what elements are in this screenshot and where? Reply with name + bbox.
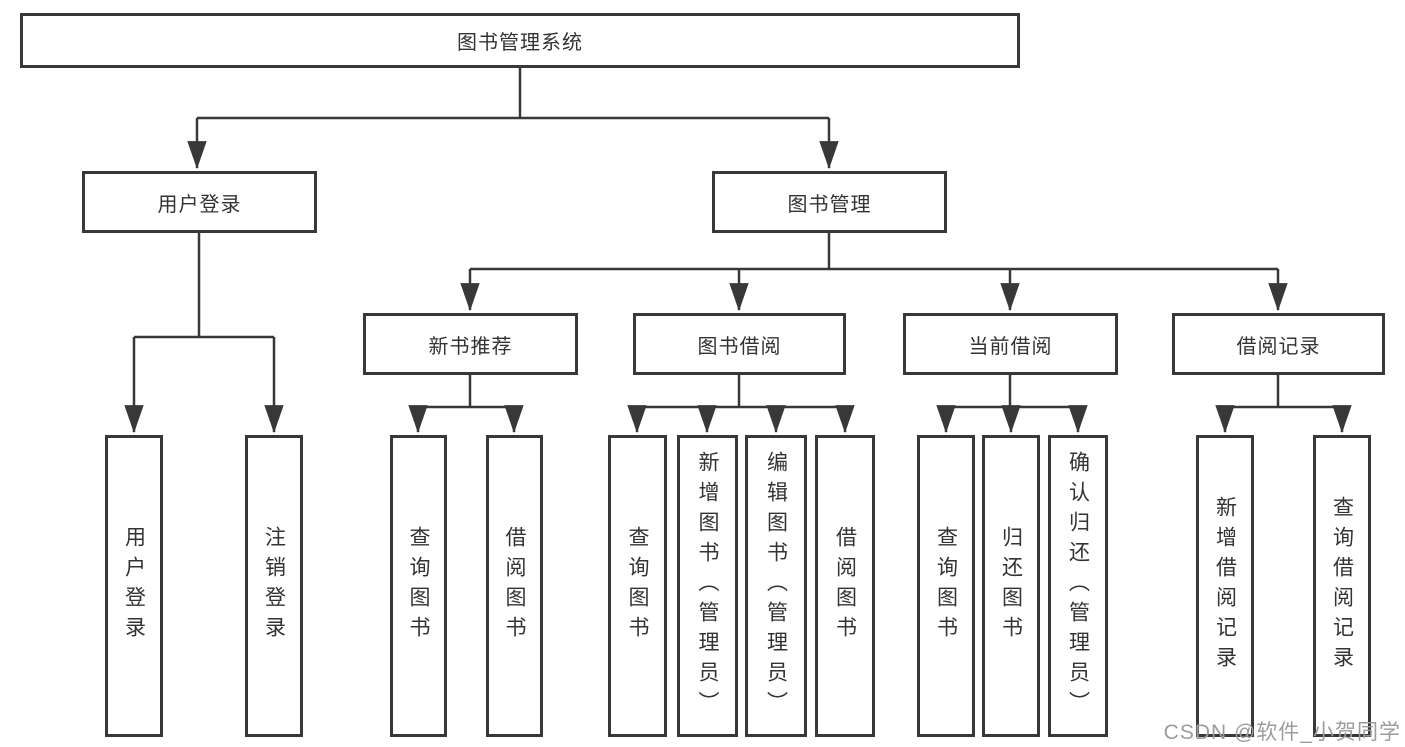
- node-records-query-record: 查询借阅记录: [1313, 435, 1371, 737]
- node-login-action: 用户登录: [105, 435, 163, 737]
- node-logout-action-label: 注销登录: [262, 526, 286, 646]
- node-newbook-query-books-label: 查询图书: [407, 526, 430, 646]
- node-current-confirm-return-admin-label: 确认归还（管理员）: [1066, 451, 1090, 721]
- node-logout-action: 注销登录: [245, 435, 303, 737]
- node-borrow-borrow-books-label: 借阅图书: [833, 526, 857, 646]
- node-borrow-edit-books-admin-label: 编辑图书（管理员）: [764, 451, 788, 721]
- node-user-login: 用户登录: [82, 171, 317, 233]
- node-book-borrow: 图书借阅: [633, 313, 846, 375]
- node-current-borrow: 当前借阅: [903, 313, 1118, 375]
- node-user-login-label: 用户登录: [157, 193, 242, 216]
- node-current-return-books-label: 归还图书: [999, 526, 1023, 646]
- node-borrow-records: 借阅记录: [1172, 313, 1385, 375]
- node-borrow-add-books-admin: 新增图书（管理员）: [677, 435, 738, 737]
- node-current-query-books-label: 查询图书: [934, 526, 958, 646]
- node-book-management-label: 图书管理: [787, 193, 872, 216]
- node-library-system-label: 图书管理系统: [457, 32, 583, 54]
- node-borrow-edit-books-admin: 编辑图书（管理员）: [745, 435, 807, 737]
- node-library-system: 图书管理系统: [20, 13, 1020, 68]
- node-book-management: 图书管理: [712, 171, 947, 233]
- node-borrow-query-books-label: 查询图书: [626, 526, 649, 646]
- node-current-return-books: 归还图书: [982, 435, 1040, 737]
- node-new-book-recommend: 新书推荐: [363, 313, 578, 375]
- node-current-confirm-return-admin: 确认归还（管理员）: [1048, 435, 1108, 737]
- node-borrow-query-books: 查询图书: [608, 435, 667, 737]
- node-borrow-records-label: 借阅记录: [1236, 335, 1321, 358]
- node-newbook-borrow-books: 借阅图书: [486, 435, 543, 737]
- node-newbook-query-books: 查询图书: [390, 435, 447, 737]
- node-new-book-recommend-label: 新书推荐: [428, 335, 513, 358]
- node-newbook-borrow-books-label: 借阅图书: [503, 526, 526, 646]
- node-records-query-record-label: 查询借阅记录: [1330, 496, 1354, 676]
- node-borrow-add-books-admin-label: 新增图书（管理员）: [696, 451, 719, 721]
- node-records-add-record: 新增借阅记录: [1196, 435, 1254, 737]
- node-current-borrow-label: 当前借阅: [968, 335, 1053, 358]
- node-records-add-record-label: 新增借阅记录: [1213, 496, 1237, 676]
- csdn-watermark: CSDN @软件_小贺同学: [1163, 721, 1401, 744]
- node-current-query-books: 查询图书: [917, 435, 975, 737]
- node-login-action-label: 用户登录: [122, 526, 146, 646]
- node-borrow-borrow-books: 借阅图书: [815, 435, 875, 737]
- node-book-borrow-label: 图书借阅: [697, 335, 782, 358]
